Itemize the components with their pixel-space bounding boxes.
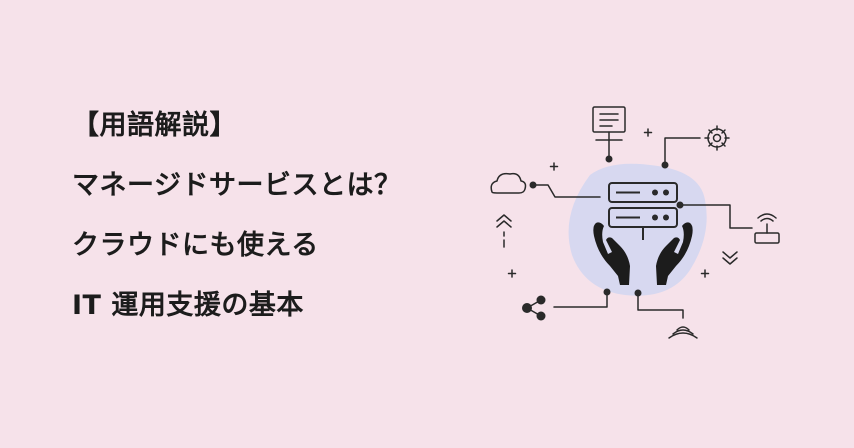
hands-icon xyxy=(593,222,693,285)
presentation-board-icon xyxy=(592,106,626,141)
cloud-icon xyxy=(490,172,527,194)
plus-icon xyxy=(507,128,710,278)
title-line-1: 【用語解説】 xyxy=(72,110,237,141)
wifi-signal-icon xyxy=(668,326,698,339)
up-chevrons-icon xyxy=(496,214,512,248)
server-rack-icon xyxy=(608,182,678,240)
title-line-2: マネージドサービスとは？ xyxy=(72,170,402,201)
down-chevrons-icon xyxy=(722,251,738,265)
title-block: 【用語解説】 マネージドサービスとは？ クラウドにも使える IT 運用支援の基本 xyxy=(72,112,401,352)
title-line-4: IT 運用支援の基本 xyxy=(72,290,304,321)
router-icon xyxy=(754,213,780,244)
gear-icon xyxy=(704,125,730,151)
title-line-3: クラウドにも使える xyxy=(72,230,319,261)
managed-service-illustration xyxy=(490,106,780,339)
